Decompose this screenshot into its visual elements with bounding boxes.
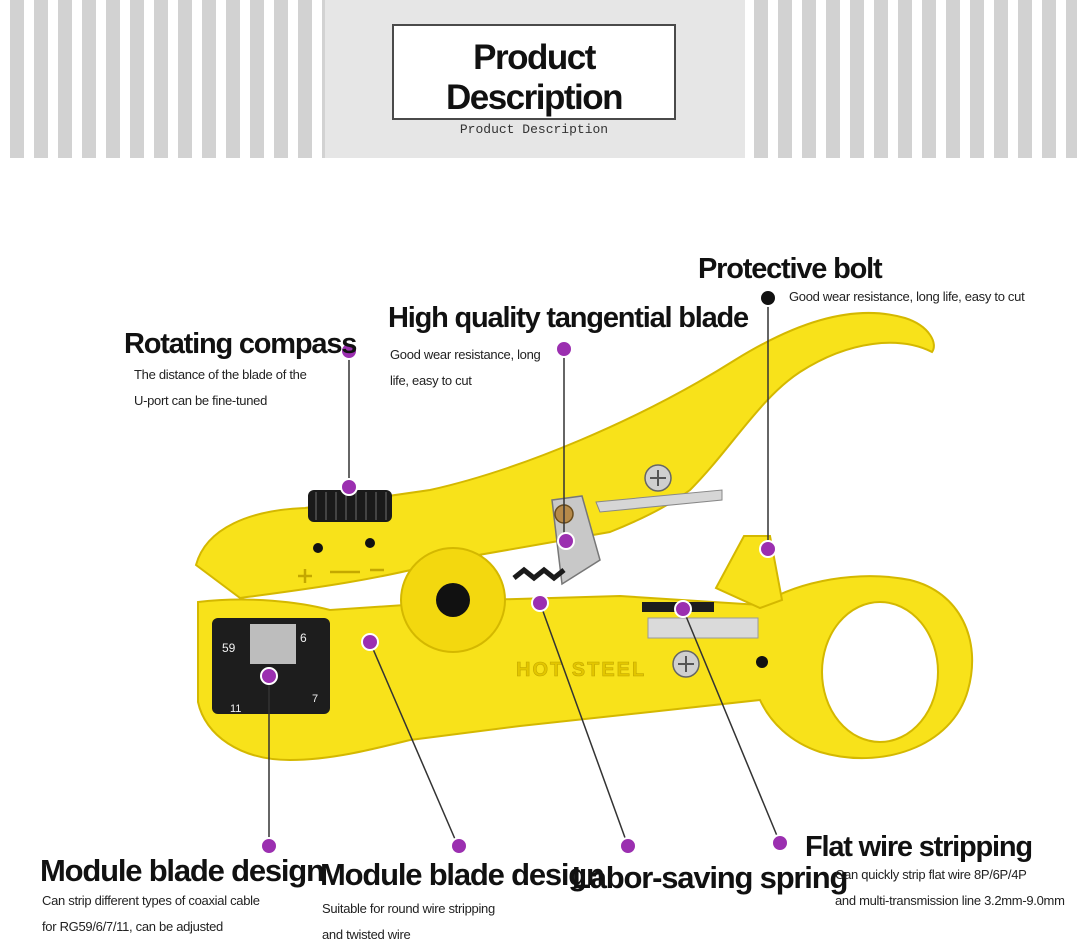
marker-dot <box>771 834 789 852</box>
page-title: Product Description <box>445 38 624 117</box>
desc-line: Good wear resistance, long <box>390 347 541 362</box>
leader-labor-saving-spring <box>539 602 629 847</box>
marker-dot <box>531 594 549 612</box>
callout-flat-wire-stripping-desc: Can quickly strip flat wire 8P/6P/4P and… <box>835 862 1065 914</box>
blade-slot <box>595 489 723 513</box>
module-number-11: 11 <box>230 703 241 715</box>
screw-hole <box>313 543 323 553</box>
desc-line: Can quickly strip flat wire 8P/6P/4P <box>835 867 1027 882</box>
desc-line: Suitable for round wire stripping <box>322 901 495 916</box>
callout-module-blade-center-title: Module blade design <box>320 857 605 892</box>
adjust-marks <box>298 568 384 583</box>
callout-module-blade-left-title: Module blade design <box>40 853 325 888</box>
marker-dot <box>340 478 358 496</box>
module-number-6: 6 <box>300 631 307 645</box>
compass-knob <box>308 490 392 522</box>
screw-hole <box>365 538 375 548</box>
callout-rotating-compass-title: Rotating compass <box>124 328 357 360</box>
callout-rotating-compass-desc: The distance of the blade of the U-port … <box>134 362 307 414</box>
desc-line: U-port can be fine-tuned <box>134 393 267 408</box>
callout-labor-saving-spring-title: Labor-saving spring <box>572 860 848 895</box>
marker-dot <box>557 532 575 550</box>
desc-line: The distance of the blade of the <box>134 367 307 382</box>
callout-flat-wire-stripping-title: Flat wire stripping <box>805 831 1033 863</box>
upper-handle <box>194 311 935 600</box>
callout-protective-bolt-title: Protective bolt <box>698 253 883 285</box>
compass-knob-ridges <box>315 492 387 520</box>
callout-protective-bolt-desc: Good wear resistance, long life, easy to… <box>789 284 1025 310</box>
stamp-text: HOT STEEL <box>516 659 646 681</box>
pivot-pin <box>436 583 470 617</box>
markers <box>260 289 789 855</box>
module-blade-window <box>250 624 296 664</box>
leader-flat-wire-stripping <box>682 608 781 844</box>
rivet <box>756 656 768 668</box>
marker-dot <box>555 340 573 358</box>
callout-module-blade-center-desc: Suitable for round wire stripping and tw… <box>322 896 495 948</box>
desc-line: Good wear resistance, long life, easy to… <box>789 289 1025 304</box>
marker-dot <box>260 837 278 855</box>
upper-screw-slot <box>650 470 666 486</box>
ring-hole <box>821 601 939 743</box>
marker-dot <box>674 600 692 618</box>
desc-line: and twisted wire <box>322 927 411 942</box>
desc-line: Can strip different types of coaxial cab… <box>42 893 260 908</box>
desc-line: life, easy to cut <box>390 373 472 388</box>
flat-wire-slot <box>647 617 759 639</box>
desc-line: and multi-transmission line 3.2mm-9.0mm <box>835 893 1065 908</box>
marker-dot <box>361 633 379 651</box>
marker-dot <box>759 289 777 307</box>
leader-module-blade-center <box>369 641 459 847</box>
module-blade <box>212 618 330 714</box>
marker-dot <box>619 837 637 855</box>
leader-lines <box>268 298 781 847</box>
callout-tangential-blade-title: High quality tangential blade <box>388 302 749 334</box>
callout-tangential-blade-desc: Good wear resistance, long life, easy to… <box>390 342 541 394</box>
marker-dot <box>450 837 468 855</box>
spring <box>512 566 566 582</box>
module-number-59: 59 <box>222 641 236 655</box>
page-subtitle: Product Description <box>459 122 609 137</box>
callout-module-blade-left-desc: Can strip different types of coaxial cab… <box>42 888 260 940</box>
desc-line: for RG59/6/7/11, can be adjusted <box>42 919 223 934</box>
module-number-7: 7 <box>312 693 318 705</box>
title-box: Product Description Product Description <box>392 24 676 137</box>
marker-dot <box>260 667 278 685</box>
marker-dot <box>759 540 777 558</box>
marker-dot <box>340 342 358 360</box>
lower-screw-slot <box>678 656 694 672</box>
